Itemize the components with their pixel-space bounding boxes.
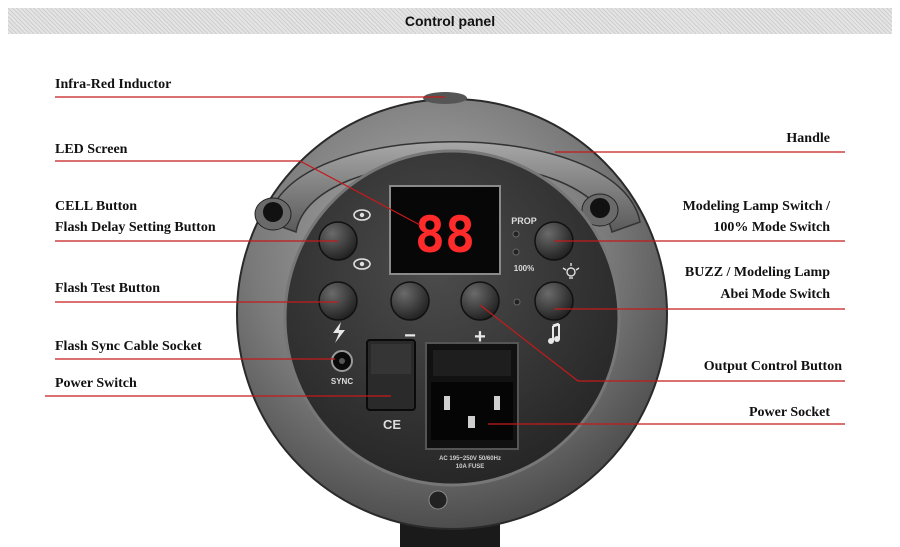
ce-mark: CE [383, 417, 401, 432]
infra-red-inductor [423, 92, 467, 104]
rating-text-line1: AC 195~250V 50/60Hz [439, 456, 501, 462]
output-plus-button[interactable] [460, 281, 500, 321]
callout-flash-test-button: Flash Test Button [55, 281, 161, 296]
plus-label: + [474, 326, 486, 348]
buzz-button[interactable] [534, 281, 574, 321]
callout-infra-red-inductor: Infra-Red Inductor [55, 77, 172, 92]
callout-modeling-switch-line2: 100% Mode Switch [713, 220, 830, 235]
callout-modeling-switch-line1: Modeling Lamp Switch / [682, 199, 830, 214]
eye-icon [353, 258, 371, 270]
callout-flash-sync-socket: Flash Sync Cable Socket [55, 339, 202, 354]
hundred-percent-label: 100% [514, 264, 534, 273]
led-screen [389, 185, 501, 275]
eye-icon [353, 209, 371, 221]
prop-label: PROP [511, 216, 537, 226]
callout-power-socket: Power Socket [749, 405, 830, 420]
output-minus-button[interactable] [390, 281, 430, 321]
callout-buzz-line1: BUZZ / Modeling Lamp [684, 265, 830, 280]
callout-output-control-button: Output Control Button [703, 359, 842, 374]
callout-led-screen: LED Screen [55, 142, 128, 157]
handle-screw-right [590, 198, 610, 218]
page-title: Control panel [404, 13, 496, 29]
sync-label: SYNC [331, 377, 353, 386]
flash-test-button[interactable] [318, 281, 358, 321]
callout-handle: Handle [786, 131, 830, 146]
led-readout: 88 [415, 206, 475, 264]
callout-cell-button: CELL Button [55, 199, 138, 214]
rating-text-line2: 10A FUSE [456, 464, 484, 470]
handle-screw-left [263, 202, 283, 222]
callout-flash-delay-button: Flash Delay Setting Button [55, 220, 216, 235]
bulb-icon [562, 263, 580, 279]
leader-lines [45, 96, 845, 425]
lightning-icon [333, 322, 345, 343]
header-bar: Control panel [8, 8, 892, 34]
bottom-screw [428, 490, 448, 510]
minus-label: − [404, 325, 416, 347]
callout-power-switch: Power Switch [55, 376, 137, 391]
music-note-icon [548, 322, 560, 344]
callout-buzz-line2: Abei Mode Switch [720, 287, 830, 302]
